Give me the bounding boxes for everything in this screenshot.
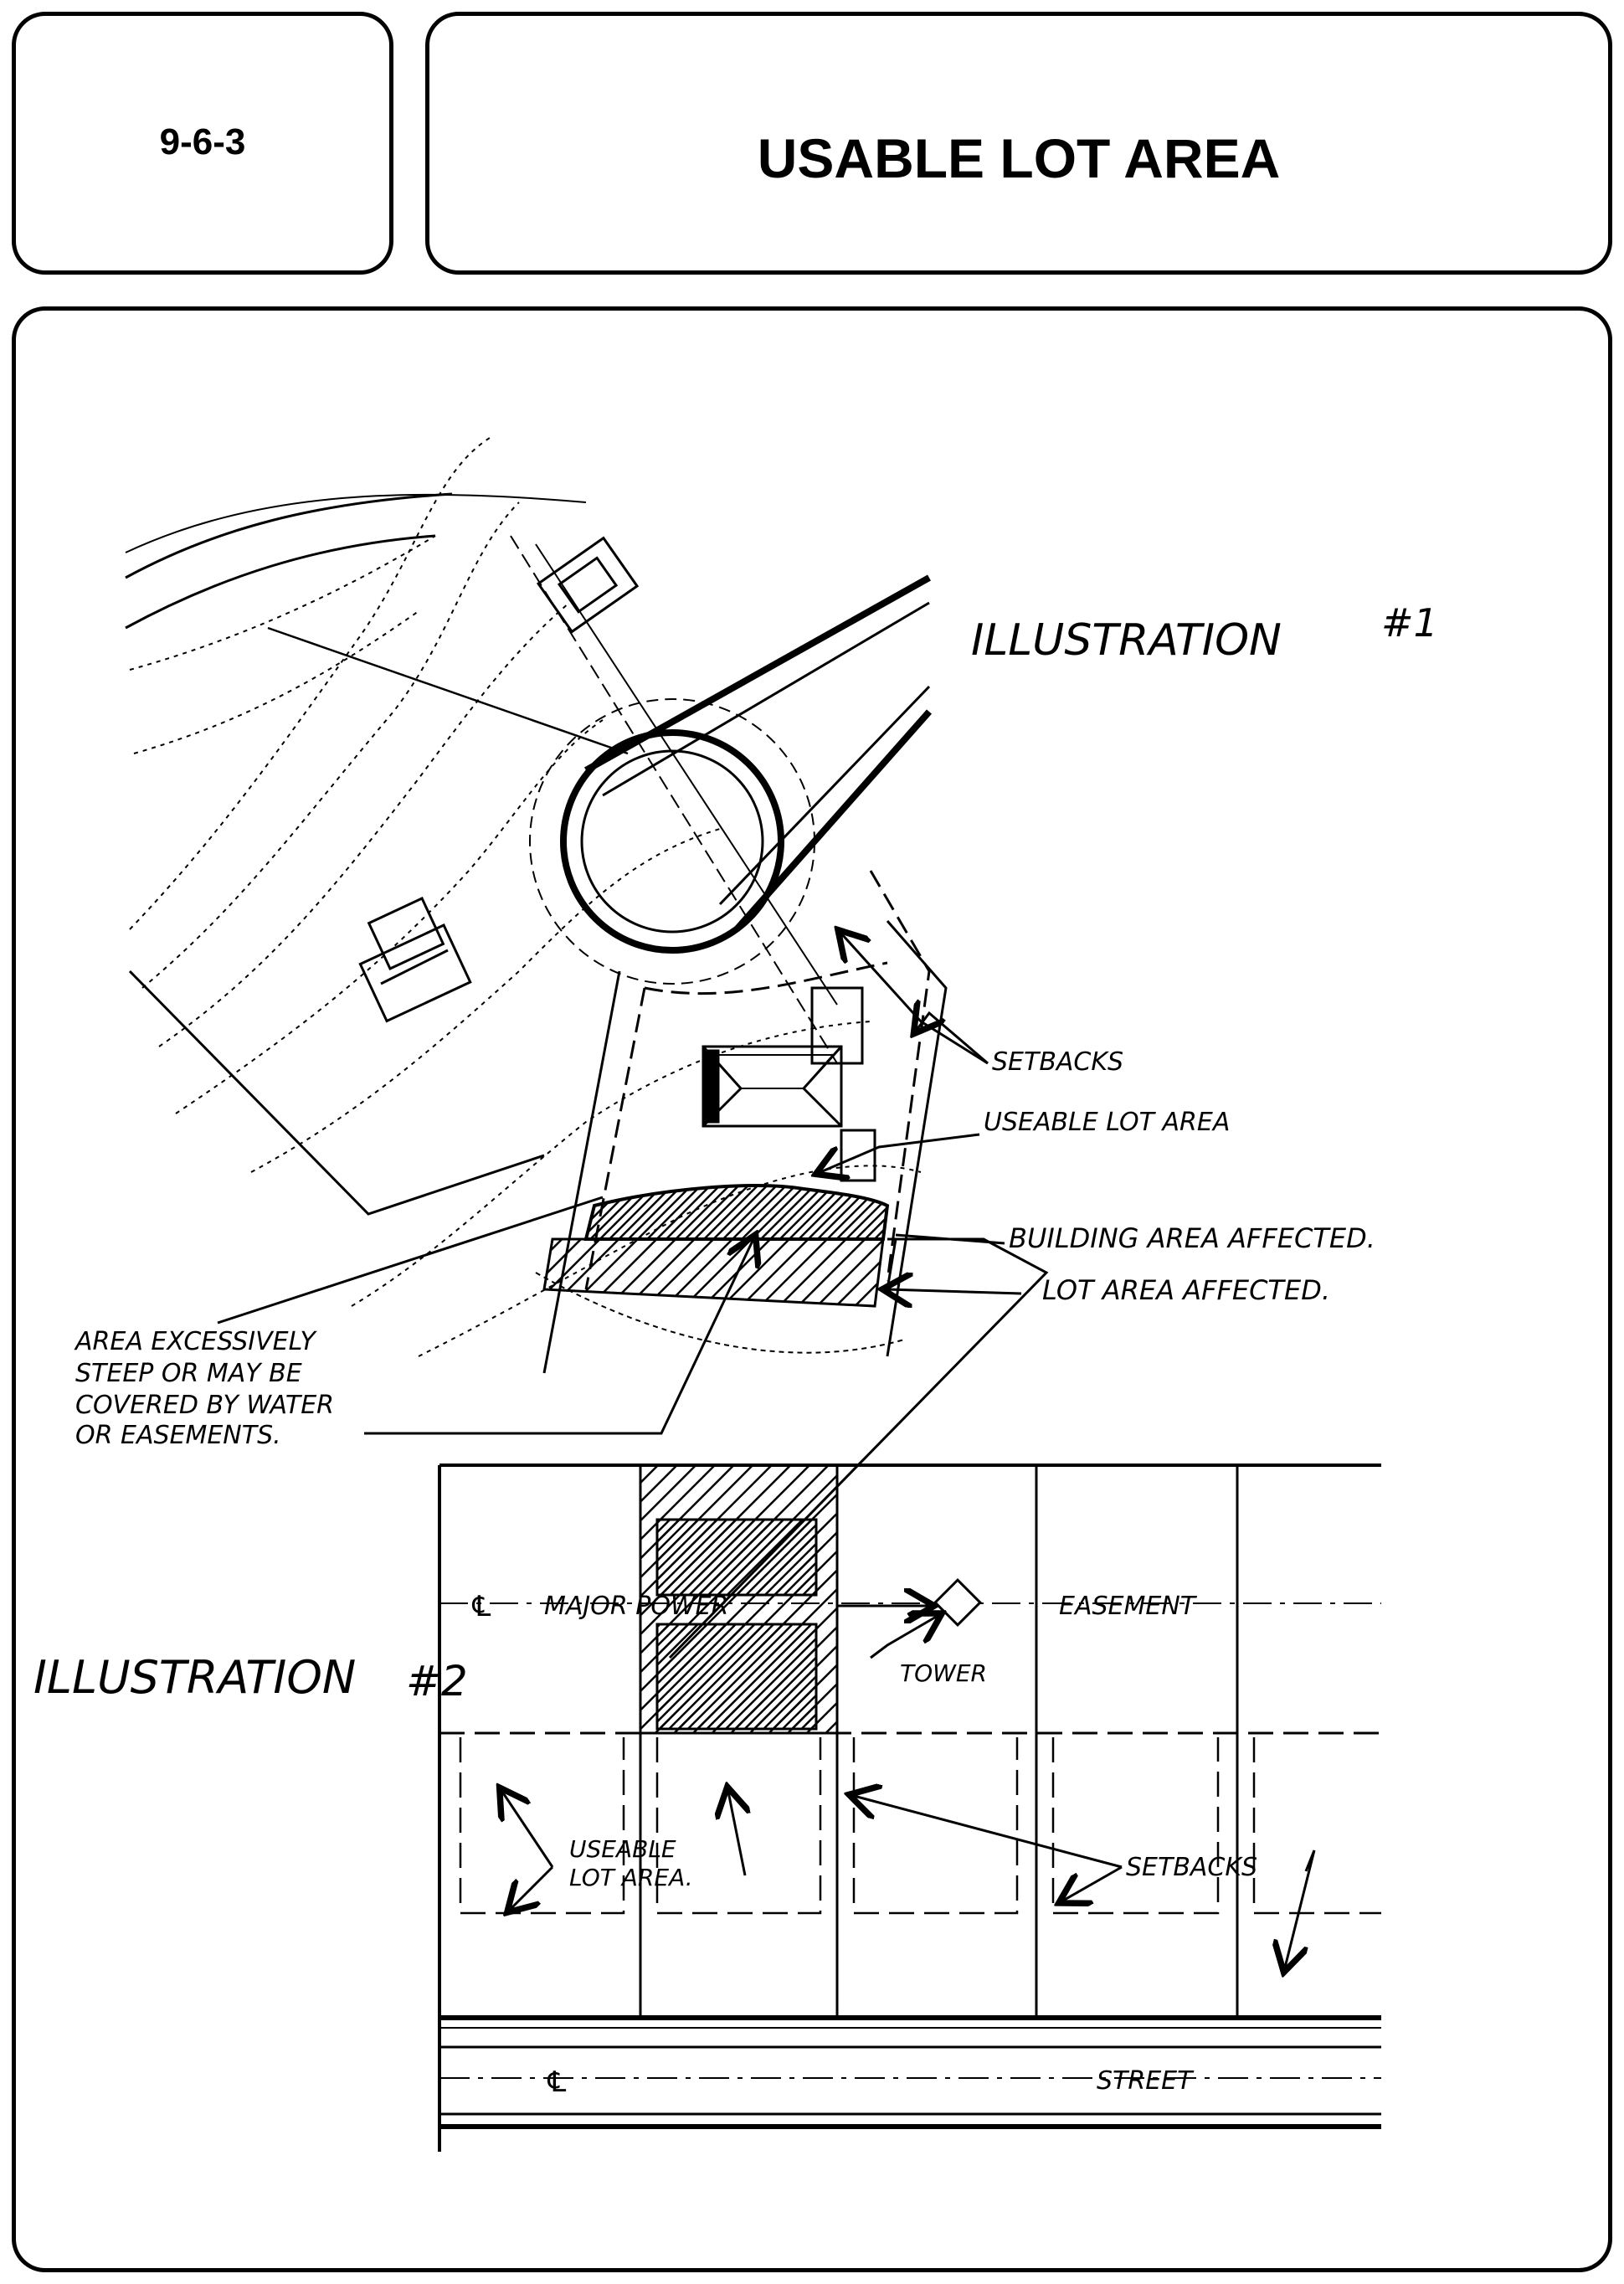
tower-symbol bbox=[933, 1578, 982, 1627]
illustration-1-number: #1 bbox=[1381, 600, 1438, 646]
illustration-2-label: ILLUSTRATION bbox=[33, 1651, 356, 1704]
section-code-box: 9-6-3 bbox=[12, 12, 393, 275]
illustration-2-number: #2 bbox=[406, 1657, 468, 1705]
easement-label: EASEMENT bbox=[1059, 1592, 1198, 1621]
illustration-1-label: ILLUSTRATION bbox=[971, 615, 1282, 666]
area-note-line-1: AREA EXCESSIVELY bbox=[74, 1327, 317, 1356]
usable-lot-area-label-1: USEABLE LOT AREA bbox=[984, 1108, 1230, 1137]
centerline-symbol-2: ℄ bbox=[544, 2065, 569, 2099]
illustration-2-drawing bbox=[438, 1464, 1381, 2152]
house-left bbox=[358, 897, 472, 1023]
contour-lines bbox=[129, 435, 922, 1357]
tower-label: TOWER bbox=[900, 1659, 987, 1687]
usable-lot-area-line-2: LOT AREA. bbox=[569, 1864, 693, 1891]
house-top bbox=[536, 536, 640, 634]
setback-lines-2 bbox=[459, 1737, 1381, 1915]
major-power-label: MAJOR POWER bbox=[544, 1592, 728, 1621]
building-area-affected-label: BUILDING AREA AFFECTED. bbox=[1009, 1222, 1375, 1254]
area-note-line-3: COVERED BY WATER bbox=[75, 1391, 334, 1420]
area-note-line-4: OR EASEMENTS. bbox=[75, 1421, 281, 1450]
centerline-symbol-1: ℄ bbox=[469, 1590, 494, 1623]
illustration-1-leaders bbox=[364, 934, 1022, 1435]
lot-area-affected-hatch bbox=[542, 1237, 885, 1308]
illustration-1-drawing bbox=[125, 435, 1049, 1659]
house-subject-lot bbox=[702, 986, 876, 1182]
lot-area-affected-label: LOT AREA AFFECTED. bbox=[1042, 1274, 1330, 1306]
setbacks-label-1: SETBACKS bbox=[992, 1047, 1123, 1077]
building-area-affected-hatch bbox=[583, 1184, 890, 1241]
street-label: STREET bbox=[1097, 2066, 1195, 2096]
area-note-line-2: STEEP OR MAY BE bbox=[75, 1359, 302, 1388]
section-code: 9-6-3 bbox=[159, 121, 246, 162]
title-box: USABLE LOT AREA bbox=[425, 12, 1612, 275]
usable-lot-area-line-1: USEABLE bbox=[569, 1835, 676, 1863]
illustration-2-leaders bbox=[502, 1606, 1316, 1968]
page-title: USABLE LOT AREA bbox=[757, 127, 1281, 189]
setbacks-label-2: SETBACKS bbox=[1126, 1853, 1257, 1882]
